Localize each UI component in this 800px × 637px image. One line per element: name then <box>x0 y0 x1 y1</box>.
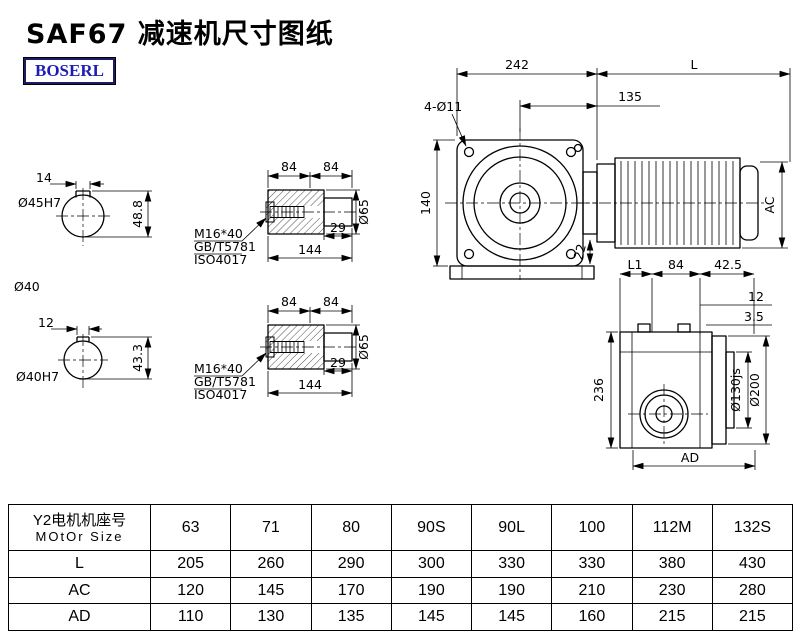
value-cell: 160 <box>551 603 633 631</box>
dim-242: 242 <box>505 57 529 72</box>
hollow-shaft-view-bottom: 12 43.3 Ø40H7 <box>16 315 152 388</box>
value-cell: 260 <box>230 550 312 578</box>
value-cell: 290 <box>310 550 392 578</box>
value-cell: 120 <box>149 576 232 605</box>
size-cell: 90L <box>470 503 553 552</box>
dim-3-5: 3.5 <box>744 309 764 324</box>
bolt-hole <box>463 248 475 260</box>
dim-84a: 84 <box>281 294 297 309</box>
table-row-AC: AC 120 145 170 190 190 210 230 280 <box>8 576 794 605</box>
brand-logo: BOSERL <box>23 57 116 85</box>
dim-22: 22 <box>570 242 589 261</box>
value-cell: 145 <box>390 603 473 631</box>
dim-29: 29 <box>330 220 346 235</box>
bolt-spec: M16*40 <box>194 361 243 376</box>
value-cell: 135 <box>310 603 392 631</box>
dim-48-8: 48.8 <box>130 200 145 228</box>
std-iso: ISO4017 <box>194 252 247 267</box>
value-cell: 230 <box>631 576 713 605</box>
std-gb: GB/T5781 <box>194 239 256 254</box>
motor-size-table: Y2电机机座号 MOtOr Size 63 71 80 90S 90L 100 … <box>8 503 794 631</box>
value-cell: 145 <box>230 576 312 605</box>
std-iso: ISO4017 <box>194 387 247 402</box>
dim-L: L <box>691 57 698 72</box>
value-cell: 190 <box>390 576 473 605</box>
dim-144: 144 <box>298 377 322 392</box>
front-view-dimensions: 242 L 135 4-Ø11 140 AC 22 <box>418 57 791 267</box>
value-cell: 190 <box>470 576 553 605</box>
value-cell: 210 <box>551 576 633 605</box>
bore-label-45H7: Ø45H7 <box>18 195 61 210</box>
header-en: MOtOr Size <box>35 528 124 544</box>
dim-130: Ø130js <box>728 368 743 412</box>
dim-135: 135 <box>618 89 642 104</box>
technical-drawing: 242 L 135 4-Ø11 140 AC 22 <box>14 57 791 470</box>
table-row-header: Y2电机机座号 MOtOr Size 63 71 80 90S 90L 100 … <box>8 503 794 552</box>
front-view <box>445 128 766 280</box>
dim-144: 144 <box>298 242 322 257</box>
dim-200: Ø200 <box>747 373 762 407</box>
row-label: L <box>8 550 151 578</box>
std-gb: GB/T5781 <box>194 374 256 389</box>
bolt-hole <box>565 248 577 260</box>
dim-AD: AD <box>681 450 699 465</box>
dim-29: 29 <box>330 355 346 370</box>
hollow-shaft-view-top: 14 48.8 Ø45H7 Ø40 <box>14 170 152 294</box>
dim-84a: 84 <box>281 159 297 174</box>
value-cell: 145 <box>470 603 553 631</box>
dim-84: 84 <box>668 257 684 272</box>
dim-84b: 84 <box>323 159 339 174</box>
dim-12: 12 <box>38 315 54 330</box>
header-cn: Y2电机机座号 <box>32 511 127 529</box>
dim-AC: AC <box>762 196 777 213</box>
dim-84b: 84 <box>323 294 339 309</box>
motor <box>578 157 766 249</box>
size-cell: 112M <box>631 503 713 552</box>
row-label: AD <box>8 603 151 631</box>
table-row-L: L 205 260 290 300 330 330 380 430 <box>8 550 794 578</box>
dim-65: Ø65 <box>356 334 371 360</box>
shaft-detail-bottom: 84 84 29 144 Ø65 M16*40 GB/T5781 ISO4017 <box>194 294 371 402</box>
dim-12: 12 <box>748 289 764 304</box>
value-cell: 110 <box>149 603 232 631</box>
page-title: SAF67 减速机尺寸图纸 <box>26 19 334 50</box>
shaft-detail-top: 84 84 29 144 Ø65 M16*40 GB/T5781 ISO4017 <box>194 159 371 267</box>
bolt-spec: M16*40 <box>194 226 243 241</box>
side-view: L1 84 42.5 12 3.5 236 <box>591 257 772 470</box>
value-cell: 430 <box>711 550 794 578</box>
size-cell: 80 <box>310 503 392 552</box>
dim-65: Ø65 <box>356 199 371 225</box>
row-label: AC <box>8 576 151 605</box>
dim-140: 140 <box>418 191 433 215</box>
size-cell: 132S <box>711 503 794 552</box>
dim-L1: L1 <box>628 257 643 272</box>
size-cell: 100 <box>551 503 633 552</box>
size-cell: 71 <box>230 503 312 552</box>
value-cell: 215 <box>631 603 713 631</box>
dim-14: 14 <box>36 170 52 185</box>
dim-42-5: 42.5 <box>714 257 742 272</box>
value-cell: 130 <box>230 603 312 631</box>
value-cell: 170 <box>310 576 392 605</box>
bolt-hole <box>565 146 577 158</box>
header-cell: Y2电机机座号 MOtOr Size <box>8 503 151 552</box>
size-cell: 63 <box>149 503 232 552</box>
dim-236: 236 <box>591 378 606 402</box>
value-cell: 380 <box>631 550 713 578</box>
value-cell: 280 <box>711 576 794 605</box>
table-row-AD: AD 110 130 135 145 145 160 215 215 <box>8 603 794 631</box>
bore-label-40H7: Ø40H7 <box>16 369 59 384</box>
value-cell: 215 <box>711 603 794 631</box>
dim-bolt-holes: 4-Ø11 <box>424 99 462 114</box>
value-cell: 330 <box>551 550 633 578</box>
value-cell: 330 <box>470 550 553 578</box>
size-cell: 90S <box>390 503 473 552</box>
dim-43-3: 43.3 <box>130 344 145 372</box>
shaft-label-40: Ø40 <box>14 279 40 294</box>
value-cell: 205 <box>149 550 232 578</box>
bolt-hole <box>463 146 475 158</box>
value-cell: 300 <box>390 550 473 578</box>
